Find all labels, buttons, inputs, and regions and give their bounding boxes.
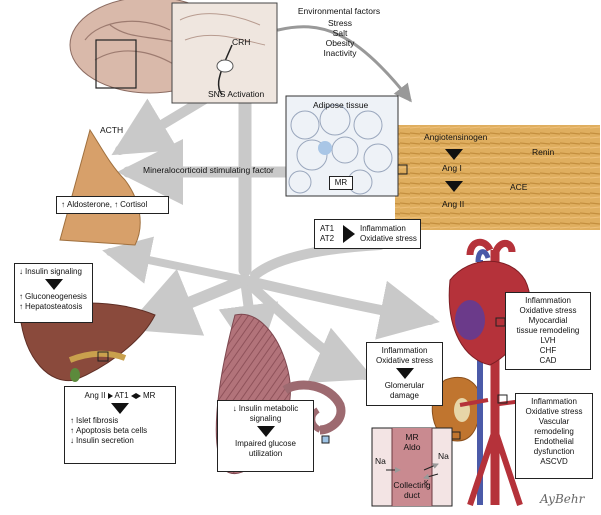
ang1-label: Ang I (442, 163, 462, 173)
artist-signature: AyBehr (540, 492, 585, 506)
signaling-label: signaling (249, 414, 282, 423)
heart-item: Inflammation (525, 296, 571, 305)
vessel-box: Inflammation Oxidative stress Vascular r… (515, 393, 593, 479)
ang2-label: Ang II (442, 199, 465, 209)
insulin-secretion-label: Insulin secretion (70, 436, 170, 446)
kidney-oxidative: Oxidative stress (376, 356, 433, 365)
islet-fibrosis-label: Islet fibrosis (70, 416, 170, 426)
pancreas-pathway: Ang II AT1 MR (70, 391, 170, 401)
insulin-metabolic-label: Insulin metabolic (222, 404, 309, 414)
muscle-box: Insulin metabolic signaling Impaired glu… (217, 400, 314, 472)
muscle-box-arrow-icon (256, 426, 275, 437)
glomerular-label: Glomerular (384, 381, 425, 390)
liver-box-arrow (102, 236, 249, 284)
heart-item: CAD (539, 356, 557, 365)
heart-item: LVH (540, 336, 556, 345)
environment-item: Inactivity (323, 48, 357, 58)
duct-mr: MR (405, 432, 419, 442)
cortisol-label: Cortisol (114, 200, 147, 209)
heart-arrow (240, 275, 440, 340)
receptor-oxidative: Oxidative stress (360, 234, 417, 243)
brain-illustration (69, 0, 278, 104)
pancreas-ang2: Ang II (84, 391, 106, 400)
adrenal-hormone-box: Aldosterone, Cortisol (56, 196, 169, 214)
heart-item: tissue remodeling (516, 326, 580, 335)
environment-item: Obesity (325, 38, 355, 48)
heart-item: Oxidative stress (519, 306, 577, 315)
adrenal-illustration (59, 128, 141, 246)
mr-label: MR (329, 176, 353, 190)
liver-box-arrow-icon (44, 279, 63, 290)
kidney-box-arrow-icon (395, 368, 414, 379)
kidney-inflammation: Inflammation (381, 346, 428, 355)
heart-illustration (448, 238, 531, 506)
liver-box: Insulin signaling Gluconeogenesis Hepato… (14, 263, 93, 323)
duct-label-2: duct (403, 490, 421, 500)
environment-item: Stress (327, 18, 353, 28)
adipose-illustration (285, 95, 600, 230)
heart-item: CHF (539, 346, 557, 355)
adipose-title: Adipose tissue (313, 100, 369, 110)
impaired-glucose-label: Impaired glucose (235, 439, 296, 448)
vessel-item: Vascular (538, 417, 570, 426)
pancreas-mr: MR (143, 391, 156, 400)
ang-arrow-2 (445, 179, 463, 194)
vessel-item: dysfunction (533, 447, 575, 456)
vessel-item: Endothelial (534, 437, 574, 446)
pancreas-at1: AT1 (114, 391, 129, 400)
renin-label: Renin (532, 147, 555, 157)
ace-label: ACE (510, 182, 528, 192)
vessel-item: ASCVD (540, 457, 568, 466)
gluconeogenesis-label: Gluconeogenesis (19, 292, 88, 302)
collecting-duct-illustration (371, 427, 453, 507)
crh-label: CRH (232, 37, 251, 47)
at2-label: AT2 (320, 234, 335, 243)
sns-activation-label: SNS Activation (208, 89, 265, 99)
vessel-item: Inflammation (531, 397, 577, 406)
duct-k: K (424, 480, 429, 487)
vessel-item: remodeling (534, 427, 574, 436)
at1-label: AT1 (320, 224, 335, 233)
duct-label-1: Collecting (393, 480, 431, 490)
msf-label: Mineralocorticoid stimulating factor (143, 165, 274, 175)
receptor-box: AT1 AT2 Inflammation Oxidative stress (314, 219, 421, 249)
receptor-arrow (343, 225, 355, 243)
heart-item: Myocardial (528, 316, 568, 325)
heart-box: Inflammation Oxidative stress Myocardial… (505, 292, 591, 370)
pancreas-box: Ang II AT1 MR Islet fibrosis Apoptosis b… (64, 386, 176, 464)
environment-item: Salt (332, 28, 348, 38)
aldosterone-label: Aldosterone, (61, 200, 112, 209)
receptor-merge-arrow (250, 240, 385, 280)
receptor-inflammation: Inflammation (360, 224, 406, 233)
insulin-signaling-label: Insulin signaling (19, 267, 88, 277)
acth-label: ACTH (100, 125, 124, 135)
environment-title: Environmental factors (297, 6, 381, 16)
vessel-item: Oxidative stress (525, 407, 583, 416)
pancreas-box-arrow-icon (111, 403, 129, 414)
apoptosis-label: Apoptosis beta cells (70, 426, 170, 436)
duct-aldo: Aldo (403, 442, 421, 452)
damage-label: damage (390, 391, 419, 400)
duct-na-right: Na (438, 451, 449, 461)
environment-arrow (276, 25, 412, 103)
utilization-label: utilization (248, 449, 283, 458)
hepatosteatosis-label: Hepatosteatosis (19, 302, 88, 312)
duct-na-left: Na (375, 456, 386, 466)
kidney-box: Inflammation Oxidative stress Glomerular… (366, 342, 443, 406)
angiotensinogen-label: Angiotensinogen (424, 132, 488, 142)
kidney-arrow (240, 275, 375, 383)
kidney-illustration (431, 376, 482, 442)
ang-arrow-1 (445, 147, 463, 162)
